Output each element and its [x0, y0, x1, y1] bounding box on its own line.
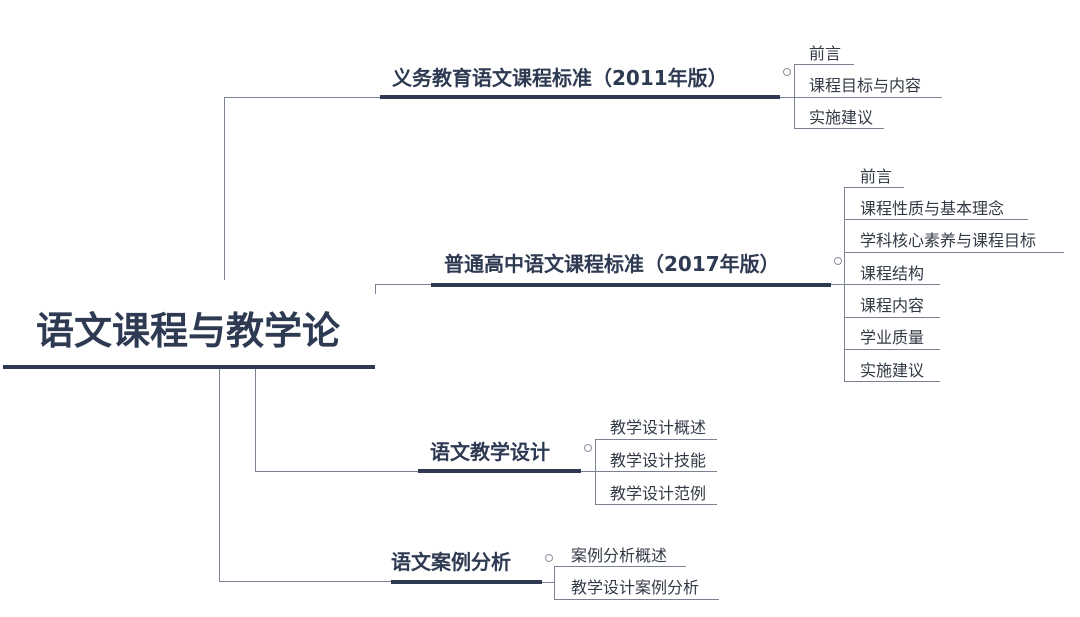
connector-branch-2 — [375, 284, 431, 285]
child-underline — [844, 317, 940, 318]
child-underline — [595, 504, 717, 505]
child-node[interactable]: 课程性质与基本理念 — [860, 199, 1005, 218]
child-node[interactable]: 教学设计范例 — [610, 484, 707, 503]
child-node[interactable]: 前言 — [860, 167, 893, 186]
connector-children-4 — [554, 566, 555, 599]
child-node[interactable]: 案例分析概述 — [571, 546, 668, 565]
branch-node-4[interactable]: 语文案例分析 — [391, 550, 511, 574]
collapse-toggle-icon[interactable] — [584, 444, 592, 452]
child-node[interactable]: 前言 — [809, 44, 842, 63]
connector — [831, 284, 844, 285]
branch-4-underline — [391, 580, 542, 584]
collapse-toggle-icon[interactable] — [545, 554, 553, 562]
connector-branch-2-vert — [375, 284, 376, 294]
child-underline — [844, 252, 1064, 253]
child-node[interactable]: 实施建议 — [809, 108, 874, 127]
connector-branch-3 — [255, 471, 418, 472]
child-underline — [844, 381, 940, 382]
child-underline — [844, 219, 1028, 220]
child-node[interactable]: 学科核心素养与课程目标 — [860, 231, 1037, 250]
branch-node-2[interactable]: 普通高中语文课程标准（2017年版） — [444, 252, 780, 276]
child-underline — [595, 471, 717, 472]
branch-1-underline — [380, 95, 780, 99]
child-node[interactable]: 课程内容 — [860, 296, 925, 315]
child-underline — [794, 128, 884, 129]
branch-3-underline — [418, 469, 581, 473]
collapse-toggle-icon[interactable] — [834, 257, 842, 265]
connector — [581, 471, 595, 472]
child-node[interactable]: 教学设计技能 — [610, 451, 707, 470]
child-underline — [554, 599, 719, 600]
child-node[interactable]: 教学设计案例分析 — [571, 578, 700, 597]
collapse-toggle-icon[interactable] — [783, 68, 791, 76]
connector-trunk-up — [224, 97, 225, 280]
child-node[interactable]: 课程结构 — [860, 264, 925, 283]
root-node[interactable]: 语文课程与教学论 — [36, 309, 341, 353]
child-underline — [844, 284, 940, 285]
branch-node-3[interactable]: 语文教学设计 — [430, 440, 550, 464]
connector-trunk-4 — [219, 369, 220, 582]
child-underline — [554, 566, 686, 567]
child-node[interactable]: 课程目标与内容 — [809, 76, 922, 95]
child-node[interactable]: 实施建议 — [860, 361, 925, 380]
connector-children-1 — [794, 64, 795, 128]
connector — [542, 582, 555, 583]
child-underline — [844, 187, 904, 188]
child-underline — [794, 64, 854, 65]
connector-branch-1 — [224, 97, 380, 98]
child-node[interactable]: 学业质量 — [860, 328, 925, 347]
branch-node-1[interactable]: 义务教育语文课程标准（2011年版） — [392, 66, 728, 90]
connector — [780, 97, 794, 98]
root-underline — [3, 365, 375, 369]
connector-branch-4 — [219, 581, 391, 582]
child-underline — [794, 97, 942, 98]
child-underline — [595, 439, 717, 440]
child-node[interactable]: 教学设计概述 — [610, 418, 707, 437]
connector-trunk-3 — [255, 369, 256, 471]
branch-2-underline — [431, 283, 831, 287]
child-underline — [844, 349, 940, 350]
